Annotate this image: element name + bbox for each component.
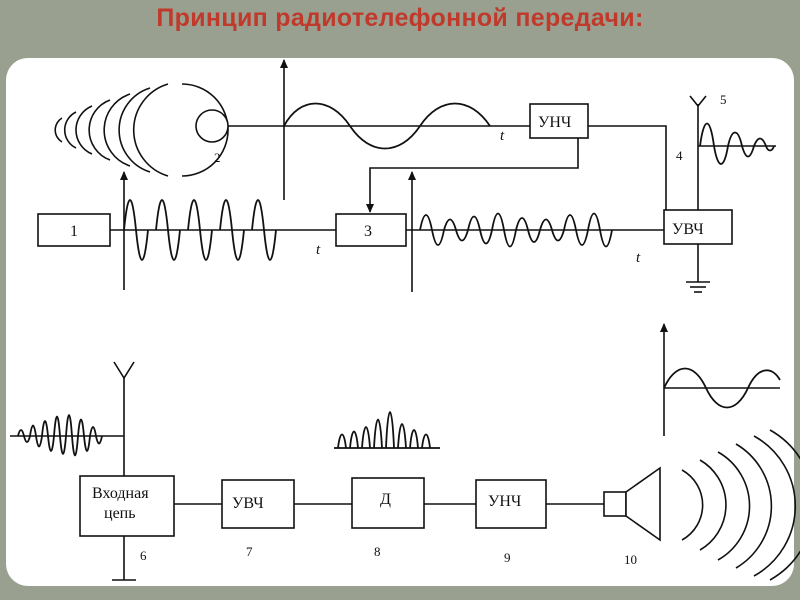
slide-title: Принцип радиотелефонной передачи:	[156, 4, 644, 32]
unch-block	[529, 103, 589, 139]
label-4: 4	[676, 148, 683, 163]
unch-rx-label: УНЧ	[488, 493, 521, 510]
t-label-3: t	[636, 250, 641, 266]
detector-block	[351, 477, 425, 529]
t-label-1: t	[500, 128, 505, 144]
label-9: 9	[504, 550, 511, 565]
block-3-label: 3	[364, 223, 372, 240]
input-circuit-label-2: цепь	[104, 505, 136, 522]
label-7: 7	[246, 544, 253, 559]
unch-label: УНЧ	[538, 114, 571, 131]
antenna-icon-tx	[689, 95, 707, 108]
output-sine-wave	[663, 367, 781, 409]
output-sound-waves-icon	[681, 429, 800, 581]
radiated-wave	[699, 122, 775, 165]
audio-sine-wave	[283, 102, 491, 150]
uvch-block-rx	[221, 479, 295, 529]
block-1-label: 1	[70, 223, 78, 240]
label-2: 2	[214, 150, 221, 165]
detected-pulses	[334, 411, 440, 449]
microphone-icon	[195, 109, 229, 143]
speaker-icon	[603, 466, 661, 542]
antenna-icon-rx	[113, 361, 135, 380]
label-10: 10	[624, 552, 637, 567]
carrier-wave	[123, 199, 277, 261]
label-6: 6	[140, 548, 147, 563]
input-circuit-block	[79, 475, 175, 537]
detector-label: Д	[380, 491, 391, 508]
uvch-rx-label: УВЧ	[232, 495, 264, 512]
t-label-2: t	[316, 242, 321, 258]
uvch-tx-label: УВЧ	[672, 221, 704, 238]
input-circuit-label-1: Входная	[92, 485, 149, 502]
received-wave	[17, 414, 103, 457]
label-8: 8	[374, 544, 381, 559]
modulated-wave	[419, 212, 613, 248]
block-3	[335, 213, 407, 247]
unch-block-rx	[475, 479, 547, 529]
label-5: 5	[720, 92, 727, 107]
